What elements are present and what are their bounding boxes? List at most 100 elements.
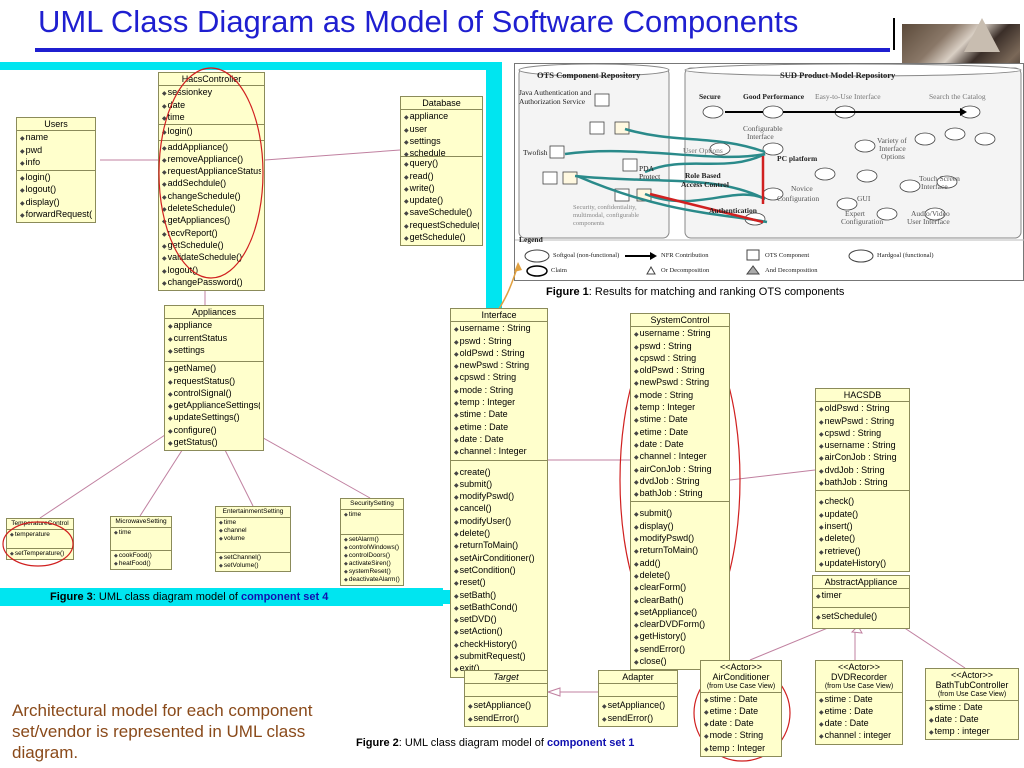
operation: modifyPswd() (634, 533, 726, 545)
class-origin: (from Use Case View) (937, 690, 1007, 698)
operation: getStatus() (168, 437, 260, 449)
attribute: temp : Integer (634, 402, 726, 414)
class-name: SystemControl (631, 314, 729, 328)
class-name: AbstractAppliance (813, 576, 909, 590)
operation: removeAppliance() (162, 154, 261, 166)
operation: returnToMain() (634, 545, 726, 557)
attribute: info (20, 157, 92, 169)
operation: cookFood() (114, 552, 168, 560)
stereotype: <<Actor>> (719, 662, 763, 672)
operation: add() (634, 558, 726, 570)
operation: sendError() (602, 713, 674, 725)
label-authentication: Authentication (709, 206, 757, 215)
operation: update() (819, 509, 906, 521)
stereotype: <<Actor>> (950, 670, 994, 680)
operation: deleteSchedule() (162, 203, 261, 215)
figure3-caption: Figure 3: UML class diagram model of com… (0, 588, 443, 606)
attribute: timer (816, 590, 906, 602)
operation: display() (634, 521, 726, 533)
title-underline (35, 48, 890, 52)
label-variety: Variety of (877, 136, 907, 145)
figure3-caption-emphasis: component set 4 (240, 591, 329, 603)
attribute: temp : Integer (704, 743, 778, 755)
operation: retrieve() (819, 546, 906, 558)
operation: getSchedule() (162, 240, 261, 252)
attribute: stime : Date (454, 409, 544, 421)
class-name: MicrowaveSetting (111, 517, 171, 528)
class-hacscontroller: HacsController sessionkey date time logi… (158, 72, 265, 292)
operations: getName() requestStatus() controlSignal(… (165, 362, 263, 450)
operation: read() (404, 171, 479, 183)
operation: display() (20, 197, 92, 209)
highlight-temperaturecontrol (2, 521, 74, 567)
attributes: appliance currentStatus settings (165, 319, 263, 363)
class-name: HacsController (159, 73, 264, 87)
class-header: <<Actor>> AirConditioner (from Use Case … (701, 661, 781, 693)
label-easy-ui: Easy-to-Use Interface (815, 92, 881, 101)
label-user-interface: User Interface (907, 217, 950, 226)
operation: deactivateAlarm() (344, 576, 400, 584)
operations: setTemperature() (7, 549, 73, 559)
operations: submit() display() modifyPswd() returnTo… (631, 502, 729, 669)
label-auth-service: Authorization Service (519, 97, 586, 106)
operation: modifyUser() (454, 516, 544, 528)
attribute: dvdJob : String (634, 476, 726, 488)
label-access-control: Access Control (681, 180, 729, 189)
label-audio-video: Audio/Video (911, 209, 950, 218)
class-name: EntertainmentSetting (216, 507, 290, 518)
figure1-caption: Figure 1: Results for matching and ranki… (546, 286, 844, 298)
highlight-hacscontroller-ops (158, 67, 264, 279)
label-expert: Expert (845, 209, 865, 218)
operation: logout() (20, 184, 92, 196)
operation: setAirConditioner() (454, 553, 544, 565)
class-name: TemperatureControl (7, 519, 73, 530)
class-header: <<Actor>> DVDRecorder (from Use Case Vie… (816, 661, 902, 693)
operation: setDVD() (454, 614, 544, 626)
operations: create() submit() modifyPswd() cancel() … (451, 461, 547, 677)
attributes: name pwd info (17, 131, 95, 172)
operation: setCondition() (454, 565, 544, 577)
operation: sendError() (468, 713, 544, 725)
operation: getAppliances() (162, 215, 261, 227)
operation: systemReset() (344, 568, 400, 576)
attribute: etime : Date (634, 427, 726, 439)
class-users: Users name pwd info login() logout() dis… (16, 117, 96, 224)
architectural-note: Architectural model for each component s… (12, 701, 313, 762)
operations: check() update() insert() delete() retri… (816, 491, 909, 571)
label-search-catalog: Search the Catalog (929, 92, 986, 101)
operation: addSechdule() (162, 178, 261, 190)
attributes: stime : Date date : Date temp : integer (926, 701, 1018, 740)
operation: changeSchedule() (162, 191, 261, 203)
attribute: date : Date (634, 439, 726, 451)
attribute: pwd (20, 145, 92, 157)
label-user-options: User Options (683, 146, 723, 155)
attribute: date : Date (929, 714, 1015, 726)
label-secure: Secure (699, 92, 721, 101)
attribute: oldPswd : String (454, 348, 544, 360)
label-configuration2: Configuration (841, 217, 884, 226)
attributes: time (341, 510, 403, 535)
operation: saveSchedule() (404, 207, 479, 219)
attribute: channel : integer (819, 730, 899, 742)
class-origin: (from Use Case View) (824, 682, 894, 690)
operation: login() (162, 126, 261, 138)
figure1-graph (515, 64, 1024, 277)
class-systemcontrol: SystemControl username : String pswd : S… (630, 313, 730, 671)
operation: updateSettings() (168, 412, 260, 424)
attribute: temp : integer (929, 726, 1015, 738)
operations: setAppliance() sendError() (465, 697, 547, 726)
attribute: time (162, 112, 261, 124)
attributes: time channel volume (216, 518, 290, 553)
attribute: username : String (454, 323, 544, 335)
operation: setBathCond() (454, 602, 544, 614)
label-gui: GUI (857, 194, 871, 203)
class-name: BathTubController (935, 680, 1009, 691)
attribute: etime : Date (454, 422, 544, 434)
attribute: user (404, 124, 479, 136)
attribute: newPswd : String (634, 377, 726, 389)
operation: getName() (168, 363, 260, 375)
title-divider (893, 18, 895, 50)
class-name: SecuritySetting (341, 499, 403, 510)
operation: activateSiren() (344, 560, 400, 568)
operations: cookFood() heatFood() (111, 551, 171, 569)
